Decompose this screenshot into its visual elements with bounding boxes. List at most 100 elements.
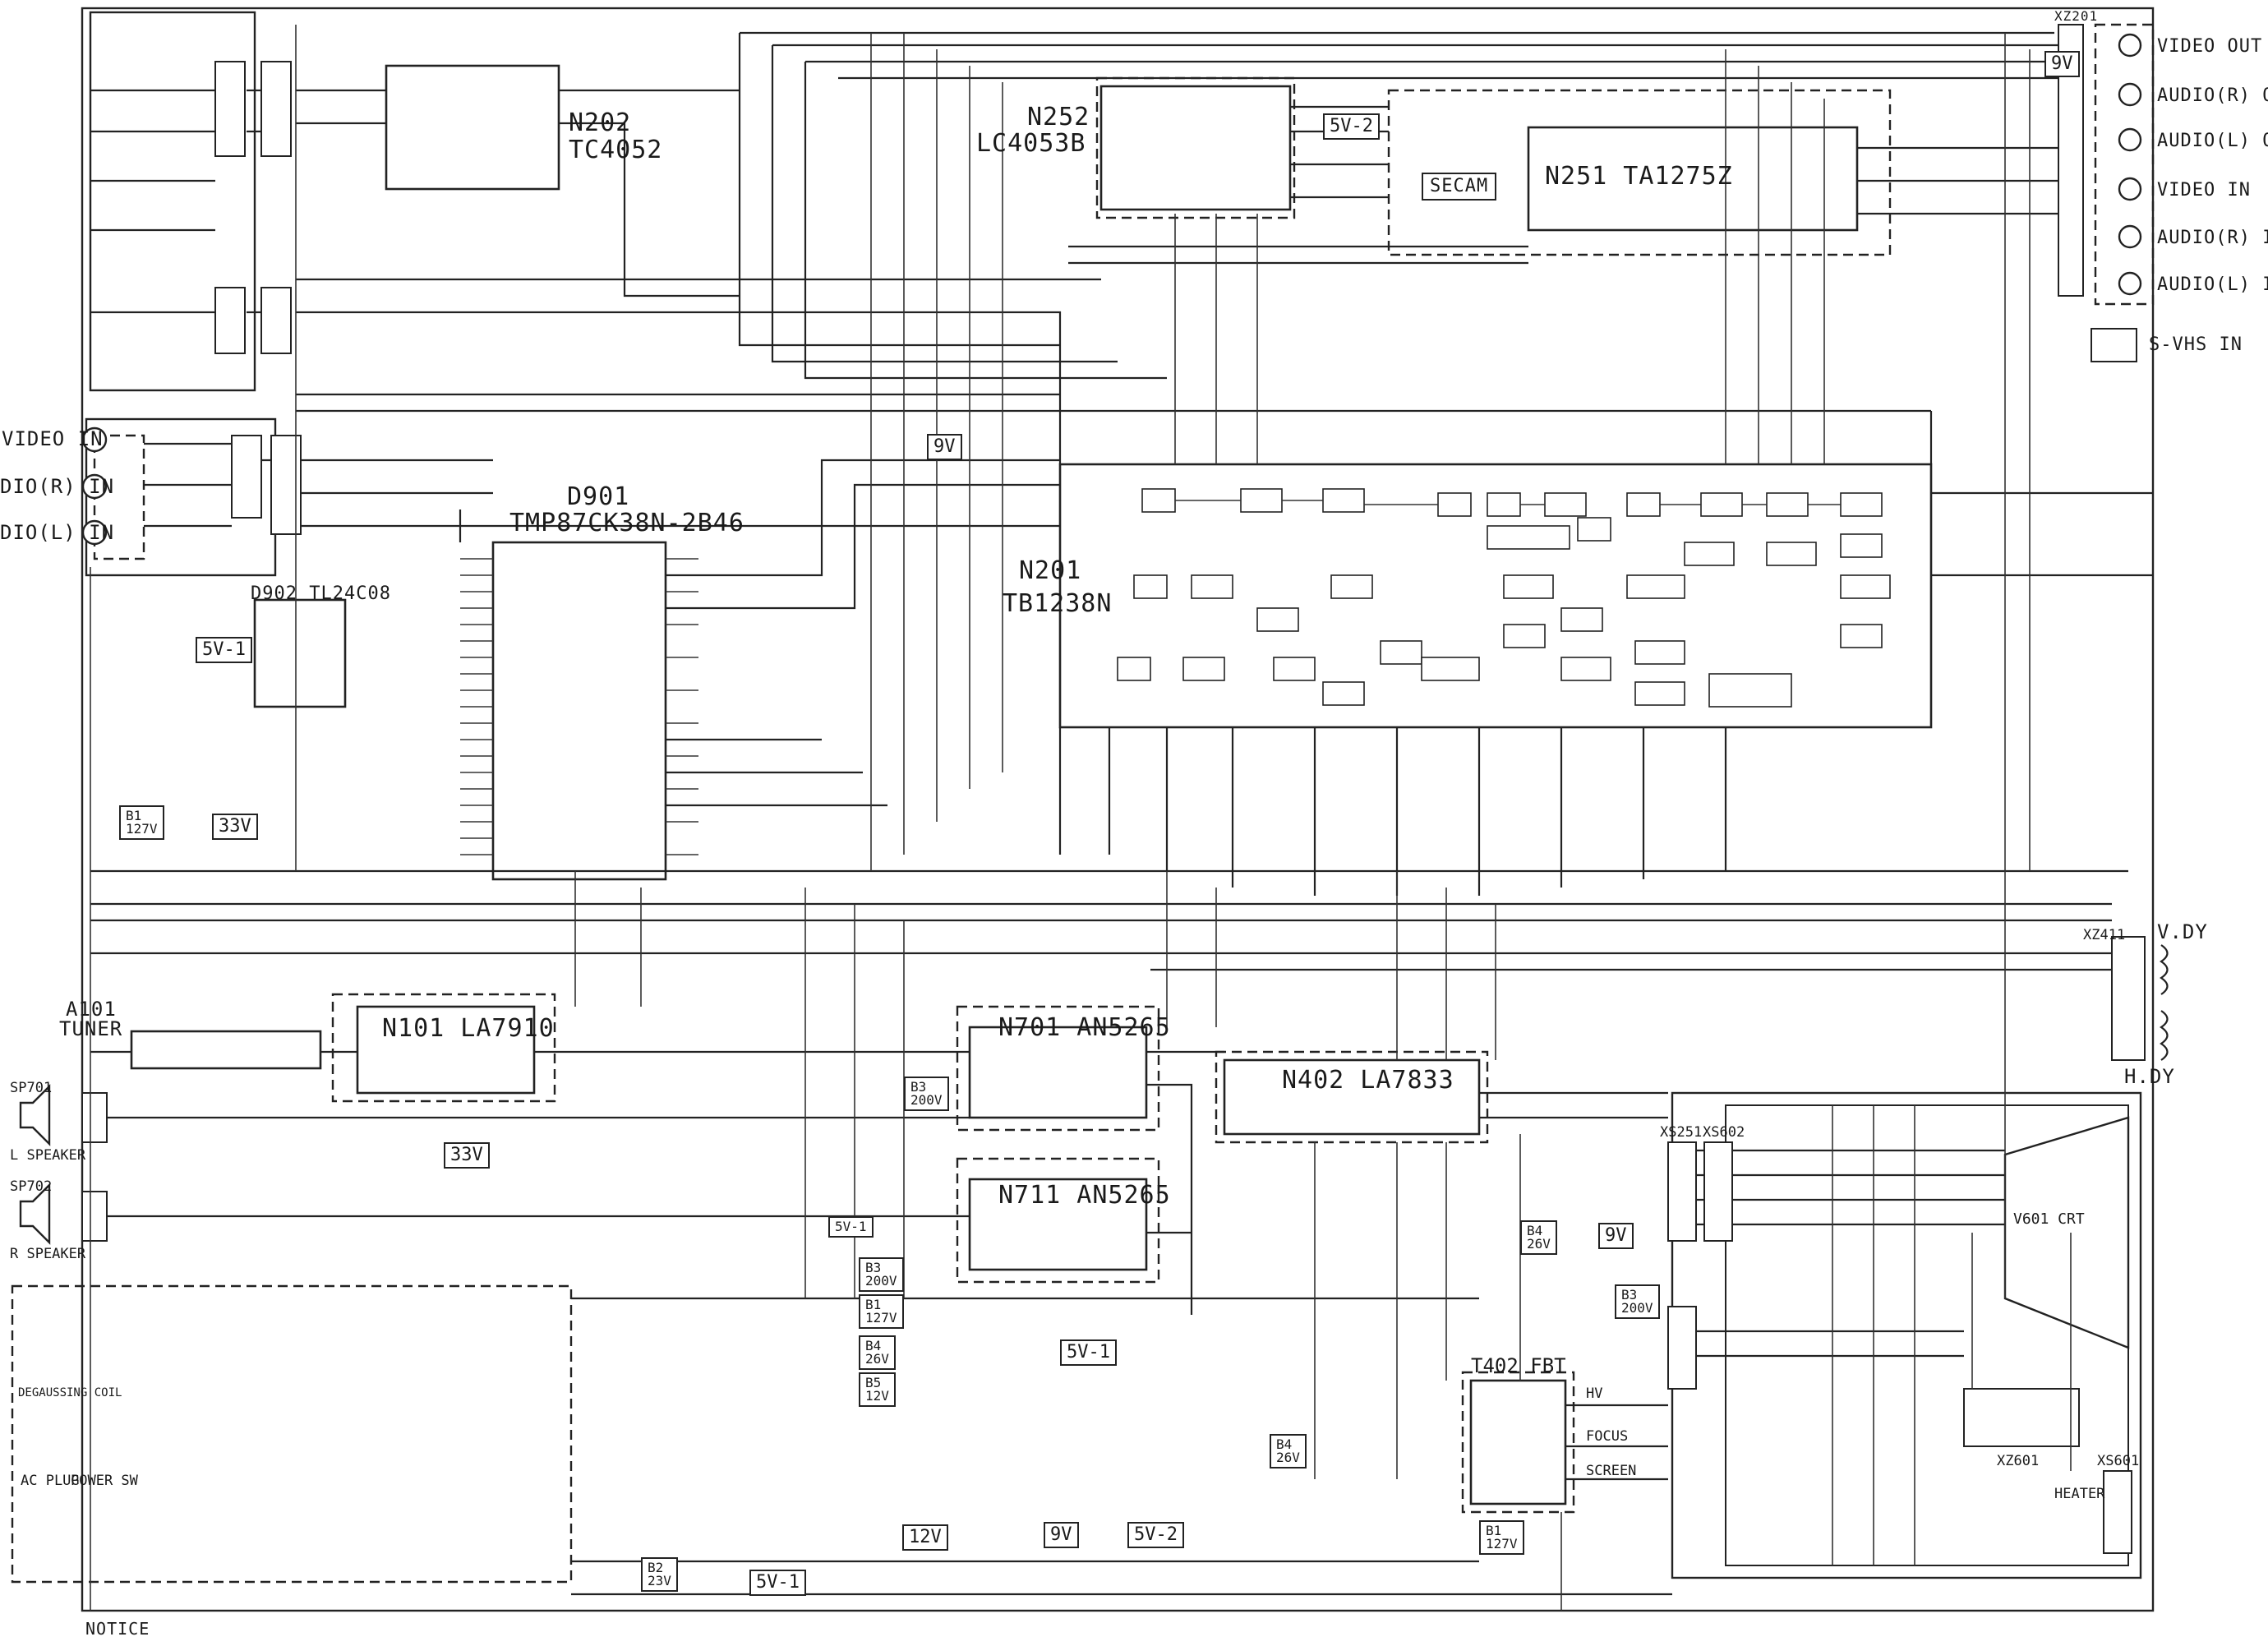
connector-xz1007 — [214, 287, 246, 354]
rail-b4-26v-psu: B4 26V — [859, 1335, 896, 1370]
ac-plug-label: AC PLUG — [21, 1473, 80, 1489]
rail-b3-200v-crt: B3 200V — [1615, 1284, 1660, 1319]
xs251-label: XS251 — [1660, 1124, 1703, 1141]
rail-b2-23v: B2 23V — [641, 1557, 678, 1592]
rail-b3-200v: B3 200V — [904, 1077, 949, 1111]
video-in-jack-right[interactable] — [2118, 177, 2142, 201]
connector-xs602 — [1703, 1141, 1733, 1242]
video-in-label-right: VIDEO IN — [2157, 180, 2251, 201]
video-in-jack-left[interactable] — [81, 426, 108, 453]
rail-5v1-bottom: 5V-1 — [749, 1570, 806, 1596]
audio-r-in-jack-left[interactable] — [81, 473, 108, 500]
ic-n252 — [1099, 85, 1292, 211]
ic-n252-part: LC4053B — [976, 129, 1086, 158]
xz411-label: XZ411 — [2083, 927, 2126, 943]
ic-n101 — [356, 1005, 536, 1095]
hdy-label: H.DY — [2124, 1065, 2175, 1088]
audio-r-out-label: AUDIO(R) OUT — [2157, 85, 2268, 106]
ic-n201-part: TB1238N — [1003, 589, 1113, 618]
power-sw-label: POWER SW — [71, 1473, 138, 1489]
d901-pins — [460, 558, 698, 855]
audio-l-out-label: AUDIO(L) OUT — [2157, 131, 2268, 151]
rail-5v1-amp: 5V-1 — [1060, 1339, 1117, 1366]
rail-b4-26v: B4 26V — [1520, 1220, 1557, 1255]
screen-label: SCREEN — [1586, 1463, 1637, 1479]
hv-label: HV — [1586, 1385, 1603, 1402]
n201-function-blocks — [1117, 488, 1891, 708]
tuner-a101 — [130, 1030, 322, 1070]
ic-d902 — [253, 598, 347, 708]
ic-n711 — [968, 1178, 1148, 1271]
power-supply-region — [11, 1284, 573, 1584]
rail-9v-mid: 9V — [927, 434, 962, 460]
audio-r-in-label-right: AUDIO(R) IN — [2157, 228, 2268, 248]
ic-n402-label: N402 LA7833 — [1282, 1066, 1454, 1095]
fbt-dash — [1461, 1371, 1575, 1514]
connector-xz1002 — [231, 435, 262, 519]
rail-5v2-top: 5V-2 — [1323, 113, 1380, 140]
ic-d901-ref: D901 — [567, 482, 630, 511]
rail-33v: 33V — [212, 814, 258, 840]
rail-b5-12v: B5 12V — [859, 1372, 896, 1407]
audio-r-in-jack-right[interactable] — [2118, 224, 2142, 249]
r-speaker-label: R SPEAKER — [10, 1246, 86, 1262]
ic-n711-dash — [956, 1157, 1160, 1284]
ic-n701-label: N701 AN5265 — [998, 1013, 1171, 1042]
speaker-sp702 — [19, 1183, 51, 1245]
connector-xs601 — [2103, 1470, 2132, 1554]
sp701-label: SP701 — [10, 1080, 53, 1096]
ic-n101-dash — [331, 993, 556, 1103]
svhs-in-jack[interactable] — [2091, 328, 2137, 362]
ic-d901 — [491, 541, 667, 881]
ic-n251 — [1527, 126, 1859, 232]
signal-buses — [90, 31, 2153, 1596]
ic-n202-ref: N202 — [569, 108, 632, 137]
av-jack-box-right — [2094, 23, 2155, 306]
secam-label: SECAM — [1422, 173, 1497, 201]
ic-n202-part: TC4052 — [569, 136, 663, 164]
ic-d902-label: D902 TL24C08 — [251, 583, 391, 604]
xz201-label: XZ201 — [2054, 8, 2099, 24]
video-in-label-left: VIDEO IN — [2, 427, 104, 450]
ic-n701-dash — [956, 1005, 1160, 1132]
v601-crt-label: V601 CRT — [2013, 1210, 2085, 1228]
heater-label: HEATER — [2054, 1486, 2105, 1502]
ic-n251-dash — [1387, 89, 1892, 256]
audio-l-in-jack-left[interactable] — [81, 519, 108, 546]
ic-n711-label: N711 AN5265 — [998, 1181, 1171, 1210]
audio-l-in-jack-right[interactable] — [2118, 271, 2142, 296]
audio-r-in-label-left: DIO(R) IN — [0, 475, 115, 498]
rail-b1-127v-fbt: B1 127V — [1479, 1520, 1524, 1555]
keyboard-panel — [89, 11, 256, 392]
connector-xz700 — [260, 287, 292, 354]
l-speaker-label: L SPEAKER — [10, 1147, 86, 1164]
rail-12v: 12V — [902, 1524, 948, 1551]
ic-n251-label: N251 TA1275Z — [1545, 162, 1733, 191]
fbt-label: T402 FBT — [1471, 1354, 1566, 1377]
degaussing-coil-label: DEGAUSSING COIL — [18, 1386, 122, 1399]
connector-xz412 — [1667, 1306, 1697, 1390]
ic-n252-ref: N252 — [1027, 103, 1090, 131]
schematic-border — [81, 7, 2155, 1612]
tuner-label: TUNER — [59, 1017, 123, 1040]
xs602-label: XS602 — [1703, 1124, 1745, 1141]
notice-label: NOTICE — [85, 1619, 150, 1639]
audio-l-in-label-left: DIO(L) IN — [0, 521, 115, 544]
ic-n101-label: N101 LA7910 — [382, 1014, 555, 1043]
ic-n402 — [1223, 1058, 1481, 1136]
connector-xz711 — [81, 1191, 108, 1242]
audio-r-out-jack[interactable] — [2118, 82, 2142, 107]
audio-l-out-jack[interactable] — [2118, 127, 2142, 152]
connector-xz701 — [81, 1092, 108, 1143]
vdy-label: V.DY — [2157, 920, 2208, 943]
video-out-label: VIDEO OUT — [2157, 36, 2263, 57]
connector-xz901 — [260, 61, 292, 157]
ic-d901-part: TMP87CK38N-2B46 — [509, 509, 744, 537]
rail-33v-tuner: 33V — [444, 1142, 490, 1169]
ic-n202 — [385, 64, 560, 191]
horizontal-yoke-coil — [2160, 1010, 2169, 1061]
crt-tube — [2003, 1116, 2130, 1349]
video-out-jack[interactable] — [2118, 33, 2142, 58]
ic-n201-ref: N201 — [1019, 556, 1082, 585]
